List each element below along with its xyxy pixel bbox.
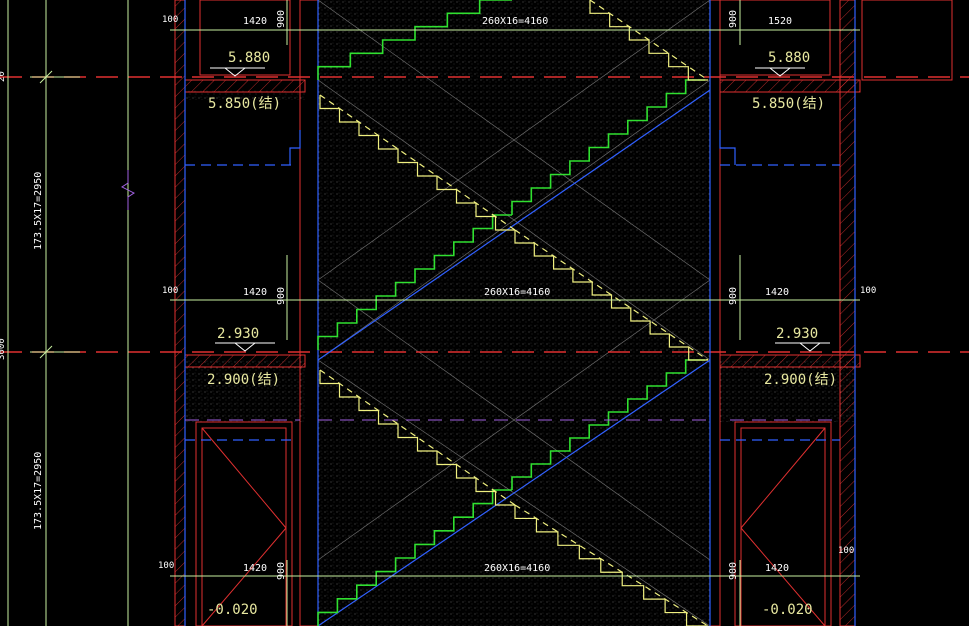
level-2930-right: 2.930 (776, 326, 818, 342)
floor-slabs (184, 79, 861, 368)
level-2930-left: 2.930 (217, 326, 259, 342)
dim-vertical-upper: 173.5X17=2950 (33, 172, 44, 250)
left-dimension (7, 0, 129, 626)
landing-fill-top-left (185, 90, 305, 100)
dim-1420-top: 1420 (243, 16, 267, 27)
dim-3000-left: 3000 (0, 338, 7, 360)
dim-900-bot-left: 900 (276, 562, 287, 580)
level-5850-right: 5.850(结) (752, 96, 825, 112)
stair-shaft-fill (318, 0, 710, 626)
yellow-flight-guide-1 (514, 229, 709, 361)
dim-100-top: 100 (162, 15, 178, 25)
level-5880-left: 5.880 (228, 50, 270, 66)
blue-structure-lines (184, 0, 856, 626)
yellow-flight-1 (514, 230, 708, 361)
horizontal-dimensions (170, 0, 860, 626)
level-markers (210, 67, 830, 352)
dim-900-mid-right: 900 (728, 287, 739, 305)
floor-slab-lines (0, 76, 969, 353)
dim-900-top-left: 900 (276, 10, 287, 28)
door-frames (195, 421, 832, 626)
dim-100-mid-left: 100 (162, 286, 178, 296)
green-flight-2 (317, 489, 512, 626)
dim-100-mid-right: 100 (860, 286, 876, 296)
landing-fill-mid-right (720, 360, 855, 422)
level-2900-right: 2.900(结) (764, 372, 837, 388)
dim-vertical-lower: 173.5X17=2950 (33, 452, 44, 530)
dim-stair-bot: 260X16=4160 (484, 563, 550, 574)
dim-900-top-right: 900 (728, 10, 739, 28)
dim-1420-mid-left: 1420 (243, 287, 267, 298)
yellow-flight-guide-3 (514, 504, 709, 626)
level-2900-left: 2.900(结) (207, 372, 280, 388)
dim-1420-mid-right: 1420 (765, 287, 789, 298)
yellow-flight-0 (319, 95, 515, 231)
dim-900-bot-right: 900 (728, 562, 739, 580)
dim-1420-bot-left: 1420 (243, 563, 267, 574)
dim-900-mid-left: 900 (276, 287, 287, 305)
dim-100-bot-left: 100 (158, 561, 174, 571)
break-line (121, 170, 135, 210)
level-0020-left: -0.020 (207, 602, 258, 618)
dim-stair-top: 260X16=4160 (482, 16, 548, 27)
dim-20-left: 20 (0, 71, 7, 82)
construction-diagonals (317, 0, 711, 626)
yellow-flight-3 (514, 505, 708, 626)
dim-stair-mid: 260X16=4160 (484, 287, 550, 298)
dim-1520-top: 1520 (768, 16, 792, 27)
yellow-flight-2 (319, 370, 515, 506)
level-5850-left: 5.850(结) (208, 96, 281, 112)
green-flight-4 (317, 0, 512, 80)
level-5880-right: 5.880 (768, 50, 810, 66)
green-flight-1 (511, 79, 705, 215)
green-flight-3 (511, 359, 705, 490)
green-flight-0 (317, 214, 512, 350)
landing-fill-mid-left (185, 360, 305, 422)
stair-flight-green (317, 0, 705, 626)
dim-100-bot-right: 100 (838, 546, 854, 556)
yellow-flight-guide-4 (589, 0, 709, 81)
level-0020-right: -0.020 (762, 602, 813, 618)
stair-flight-yellow (319, 0, 709, 626)
dim-1420-bot-right: 1420 (765, 563, 789, 574)
